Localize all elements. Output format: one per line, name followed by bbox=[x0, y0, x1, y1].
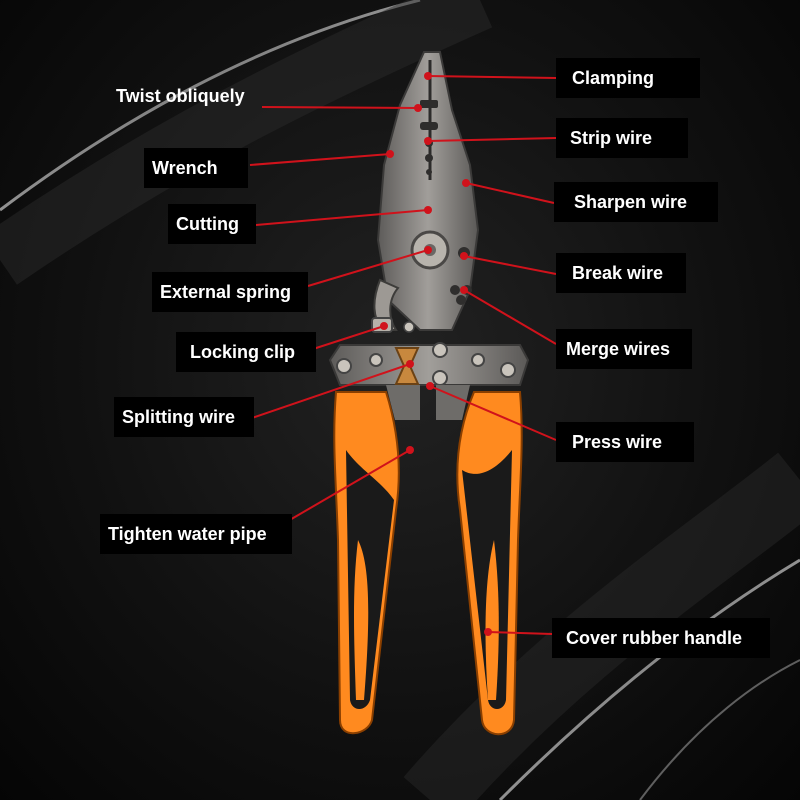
label-locking-clip: Locking clip bbox=[176, 332, 316, 372]
leader-cutting bbox=[255, 206, 432, 226]
label-splitting-wire: Splitting wire bbox=[114, 397, 254, 437]
leader-cover-rubber-handle bbox=[484, 628, 553, 636]
leader-merge-wires bbox=[460, 286, 557, 345]
label-break-wire: Break wire bbox=[556, 253, 686, 293]
label-external-spring: External spring bbox=[152, 272, 308, 312]
leader-external-spring bbox=[307, 246, 432, 287]
leader-strip-wire bbox=[424, 137, 557, 145]
label-twist-obliquely: Twist obliquely bbox=[116, 86, 245, 106]
leader-splitting-wire bbox=[251, 360, 414, 419]
label-strip-wire: Strip wire bbox=[556, 118, 688, 158]
label-cover-rubber-handle: Cover rubber handle bbox=[552, 618, 770, 658]
pliers-jaw-head bbox=[376, 51, 480, 331]
leader-break-wire bbox=[460, 252, 557, 275]
label-merge-wires: Merge wires bbox=[556, 329, 692, 369]
leader-clamping bbox=[424, 72, 557, 80]
label-sharpen-wire: Sharpen wire bbox=[554, 182, 718, 222]
label-wrench: Wrench bbox=[144, 148, 248, 188]
leader-tighten-water-pipe bbox=[275, 446, 414, 529]
label-press-wire: Press wire bbox=[556, 422, 694, 462]
label-cutting: Cutting bbox=[168, 204, 256, 244]
label-tighten-water-pipe: Tighten water pipe bbox=[100, 514, 292, 554]
leader-wrench bbox=[249, 150, 394, 166]
leader-press-wire bbox=[426, 382, 557, 441]
label-clamping: Clamping bbox=[556, 58, 700, 98]
leader-locking-clip bbox=[309, 322, 388, 351]
leader-twist-obliquely bbox=[261, 104, 422, 112]
leader-sharpen-wire bbox=[462, 179, 555, 204]
